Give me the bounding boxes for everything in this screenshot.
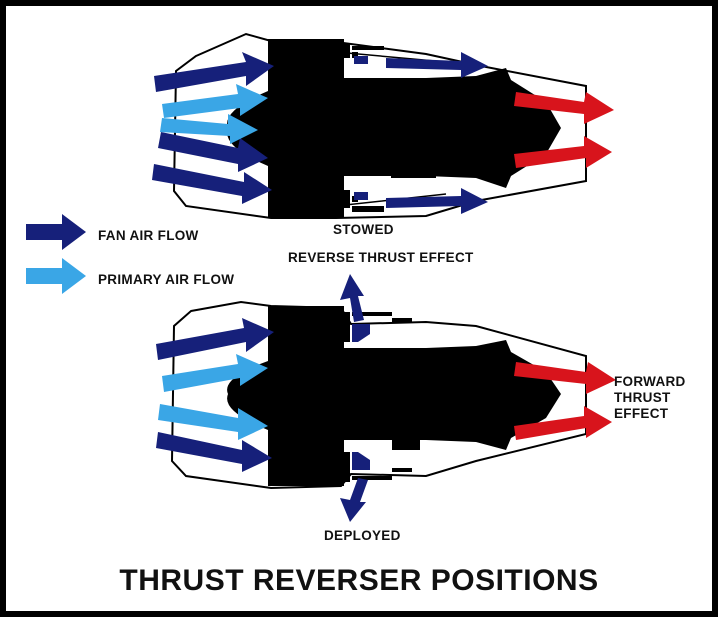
fan-arrow [154, 52, 274, 92]
stowed-air-arrows [152, 52, 614, 214]
core-body-deployed [336, 340, 561, 450]
diagram-title: THRUST REVERSER POSITIONS [119, 564, 599, 597]
fan-arrow [152, 164, 272, 204]
exhaust-arrow [514, 92, 614, 124]
reverse-arrow-down [340, 478, 368, 522]
primary-arrow [162, 354, 268, 392]
primary-arrow [158, 404, 268, 440]
legend-fan-arrow-icon [26, 214, 86, 250]
fan-arrow [156, 318, 274, 360]
deployed-label: DEPLOYED [324, 528, 401, 543]
legend [26, 214, 86, 294]
fan-arrow [156, 432, 272, 472]
legend-primary-air-flow-label: PRIMARY AIR FLOW [98, 272, 235, 287]
forward-thrust-effect-label: FORWARD THRUST EFFECT [614, 374, 686, 422]
stowed-label: STOWED [333, 222, 394, 237]
diagram-graphics [26, 32, 616, 522]
fan-exit-arrow [386, 188, 488, 214]
engine-deployed [170, 300, 587, 490]
forward-thrust-line-2: THRUST [614, 390, 671, 405]
forward-thrust-line-3: EFFECT [614, 406, 669, 421]
reverse-arrow-up [340, 274, 364, 322]
primary-arrow [162, 84, 268, 118]
reverse-thrust-effect-label: REVERSE THRUST EFFECT [288, 250, 474, 265]
primary-arrow [160, 114, 258, 144]
legend-primary-arrow-icon [26, 258, 86, 294]
engine-stowed [172, 32, 587, 219]
exhaust-arrow [514, 136, 612, 168]
fan-block-stowed [268, 39, 344, 217]
deployed-air-arrows [156, 274, 616, 522]
fan-arrow [158, 132, 268, 172]
exhaust-arrow [514, 362, 616, 394]
fan-block-deployed [268, 306, 344, 486]
diagram-canvas: FAN AIR FLOW PRIMARY AIR FLOW STOWED REV… [6, 6, 712, 611]
fan-exit-arrow [386, 52, 488, 78]
forward-thrust-line-1: FORWARD [614, 374, 686, 389]
legend-fan-air-flow-label: FAN AIR FLOW [98, 228, 199, 243]
exhaust-arrow [514, 406, 612, 440]
